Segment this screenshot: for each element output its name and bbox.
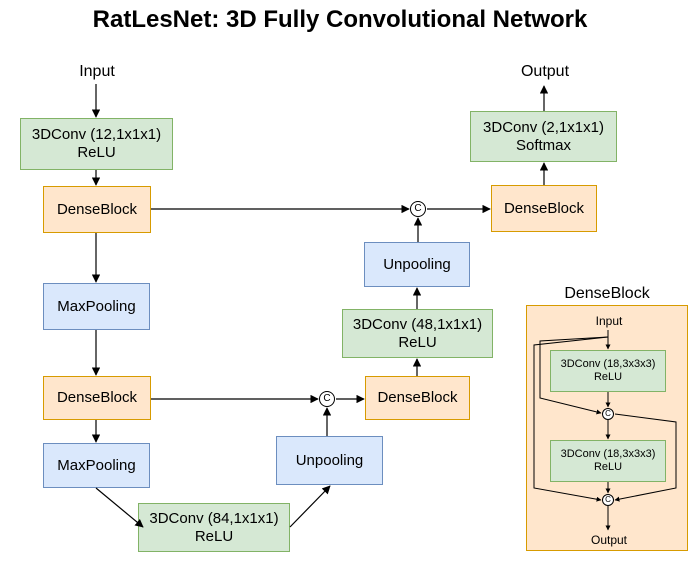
detail-conv-1: 3DConv (18,3x3x3) ReLU bbox=[550, 350, 666, 392]
detail-input-label: Input bbox=[595, 314, 623, 328]
detail-conv-1-params: 3DConv (18,3x3x3) bbox=[560, 358, 656, 370]
concat-node-lower: C bbox=[319, 391, 335, 407]
detail-skip-input-to-concat1 bbox=[539, 336, 609, 415]
detail-concat-node-2: C bbox=[602, 494, 614, 506]
dense-block-1: DenseBlock bbox=[43, 186, 151, 233]
detail-skip-concat1-to-concat2 bbox=[614, 413, 677, 502]
conv-input-activation: ReLU bbox=[77, 144, 116, 161]
conv-input-block: 3DConv (12,1x1x1) ReLU bbox=[20, 118, 173, 170]
arrow-bottleneck-to-unpool1 bbox=[289, 485, 331, 528]
max-pooling-2: MaxPooling bbox=[43, 443, 150, 488]
conv-output-block: 3DConv (2,1x1x1) Softmax bbox=[470, 111, 617, 162]
detail-conv-1-activation: ReLU bbox=[593, 371, 623, 383]
conv-mid-params: 3DConv (48,1x1x1) bbox=[352, 315, 483, 333]
detail-conv-2: 3DConv (18,3x3x3) ReLU bbox=[550, 440, 666, 482]
dense-block-3-label: DenseBlock bbox=[377, 389, 458, 406]
detail-conv-2-params: 3DConv (18,3x3x3) bbox=[560, 448, 656, 460]
conv-output-activation: Softmax bbox=[515, 136, 572, 154]
dense-block-2-label: DenseBlock bbox=[56, 389, 138, 406]
output-label: Output bbox=[520, 63, 570, 80]
dense-block-detail-title: DenseBlock bbox=[564, 285, 650, 302]
conv-mid-block: 3DConv (48,1x1x1) ReLU bbox=[342, 309, 493, 358]
conv-bottleneck-params: 3DConv (84,1x1x1) bbox=[149, 509, 279, 527]
concat-node-upper: C bbox=[410, 201, 426, 217]
dense-block-1-label: DenseBlock bbox=[56, 200, 138, 218]
arrow-pool2-to-bottleneck bbox=[95, 487, 144, 528]
unpooling-2-label: Unpooling bbox=[383, 255, 451, 273]
unpooling-2: Unpooling bbox=[364, 242, 470, 287]
detail-conv-2-activation: ReLU bbox=[593, 461, 623, 473]
dense-block-2: DenseBlock bbox=[43, 376, 151, 420]
unpooling-1-label: Unpooling bbox=[295, 451, 364, 469]
unpooling-1: Unpooling bbox=[276, 436, 383, 485]
detail-skip-input-to-concat2 bbox=[533, 336, 609, 502]
detail-output-label: Output bbox=[590, 533, 628, 547]
conv-bottleneck-activation: ReLU bbox=[194, 527, 234, 545]
max-pooling-2-label: MaxPooling bbox=[57, 456, 136, 474]
conv-bottleneck-block: 3DConv (84,1x1x1) ReLU bbox=[138, 503, 290, 552]
dense-block-4: DenseBlock bbox=[491, 185, 597, 232]
conv-input-params: 3DConv (12,1x1x1) bbox=[31, 126, 162, 143]
dense-block-4-label: DenseBlock bbox=[503, 199, 585, 217]
detail-concat-node-1: C bbox=[602, 408, 614, 420]
input-label: Input bbox=[79, 63, 115, 80]
max-pooling-1-label: MaxPooling bbox=[57, 297, 136, 315]
conv-mid-activation: ReLU bbox=[398, 333, 437, 351]
max-pooling-1: MaxPooling bbox=[43, 283, 150, 330]
diagram-title: RatLesNet: 3D Fully Convolutional Networ… bbox=[92, 6, 588, 33]
conv-output-params: 3DConv (2,1x1x1) bbox=[483, 118, 604, 136]
dense-block-3: DenseBlock bbox=[365, 376, 470, 420]
